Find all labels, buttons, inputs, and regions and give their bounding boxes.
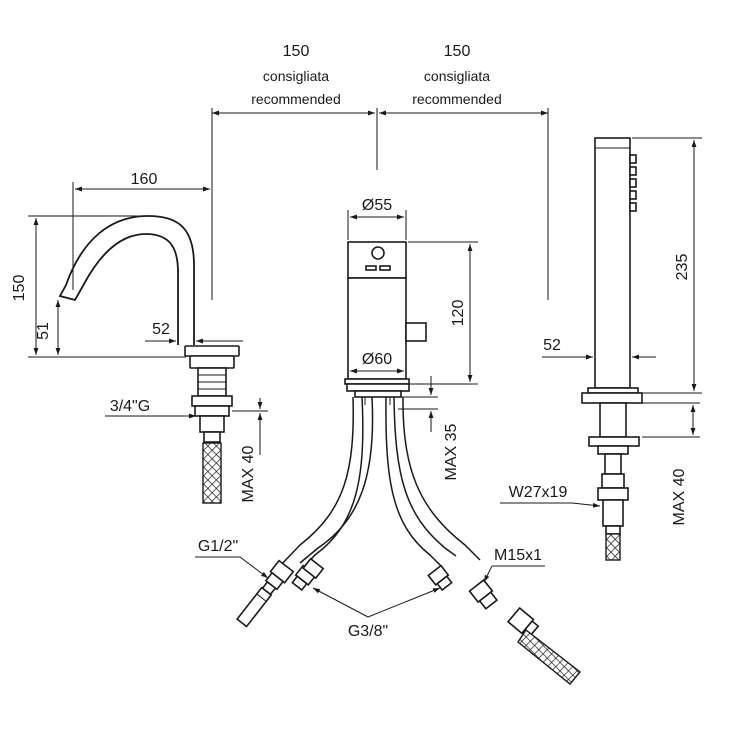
spout-diameter-value: 52: [152, 321, 170, 338]
spout: [58, 215, 240, 504]
mixer: [344, 241, 427, 405]
outlet-braided-hose: [517, 628, 582, 685]
spout-thread-label: 3/4"G: [110, 398, 150, 415]
mixer-handle-icon: [371, 246, 385, 260]
hose-outlet-label: M15x1: [494, 547, 542, 564]
hand-shower: [581, 137, 643, 561]
hose-labels: G1/2" G3/8" M15x1: [195, 538, 545, 640]
spacing-left-value: 150: [283, 43, 310, 60]
shower-diameter-value: 52: [543, 337, 561, 354]
mixer-hoses: [277, 396, 481, 573]
hand-shower-dimensions: 235 52 W27x19 MAX 40: [500, 137, 702, 525]
spout-braided-hose: [202, 442, 222, 504]
spacing-right-label-en: recommended: [412, 91, 502, 107]
mixer-base-diameter-value: Ø60: [362, 351, 392, 368]
spout-max-thickness-label: MAX 40: [240, 445, 257, 502]
spout-outlet-height-value: 51: [35, 322, 52, 340]
right-outlet-connectors: [427, 564, 582, 685]
spacing-right-value: 150: [444, 43, 471, 60]
spacing-left-label-en: recommended: [251, 91, 341, 107]
spacing-right-label-it: consigliata: [424, 68, 490, 84]
mixer-top-diameter-value: Ø55: [362, 197, 392, 214]
spacing-dimensions: 150 consigliata recommended 150 consigli…: [211, 43, 549, 300]
shower-nut-label: W27x19: [509, 484, 568, 501]
mixer-height-value: 120: [450, 300, 467, 327]
spout-reach-value: 160: [131, 171, 158, 188]
shower-braided-hose: [605, 533, 621, 561]
spout-dimensions: 160 150 51 52 3/4"G MAX 40: [11, 171, 268, 502]
spacing-left-label-it: consigliata: [263, 68, 329, 84]
hose-inlet-label: G1/2": [198, 538, 238, 555]
hose-connector-label: G3/8": [348, 623, 388, 640]
mixer-max-thickness-label: MAX 35: [443, 423, 460, 480]
shower-max-thickness-label: MAX 40: [671, 468, 688, 525]
left-inlet-connectors: [235, 557, 325, 628]
mixer-dimensions: Ø55 120 Ø60 MAX 35: [347, 197, 478, 480]
shower-height-value: 235: [674, 254, 691, 281]
spout-height-value: 150: [11, 275, 28, 302]
